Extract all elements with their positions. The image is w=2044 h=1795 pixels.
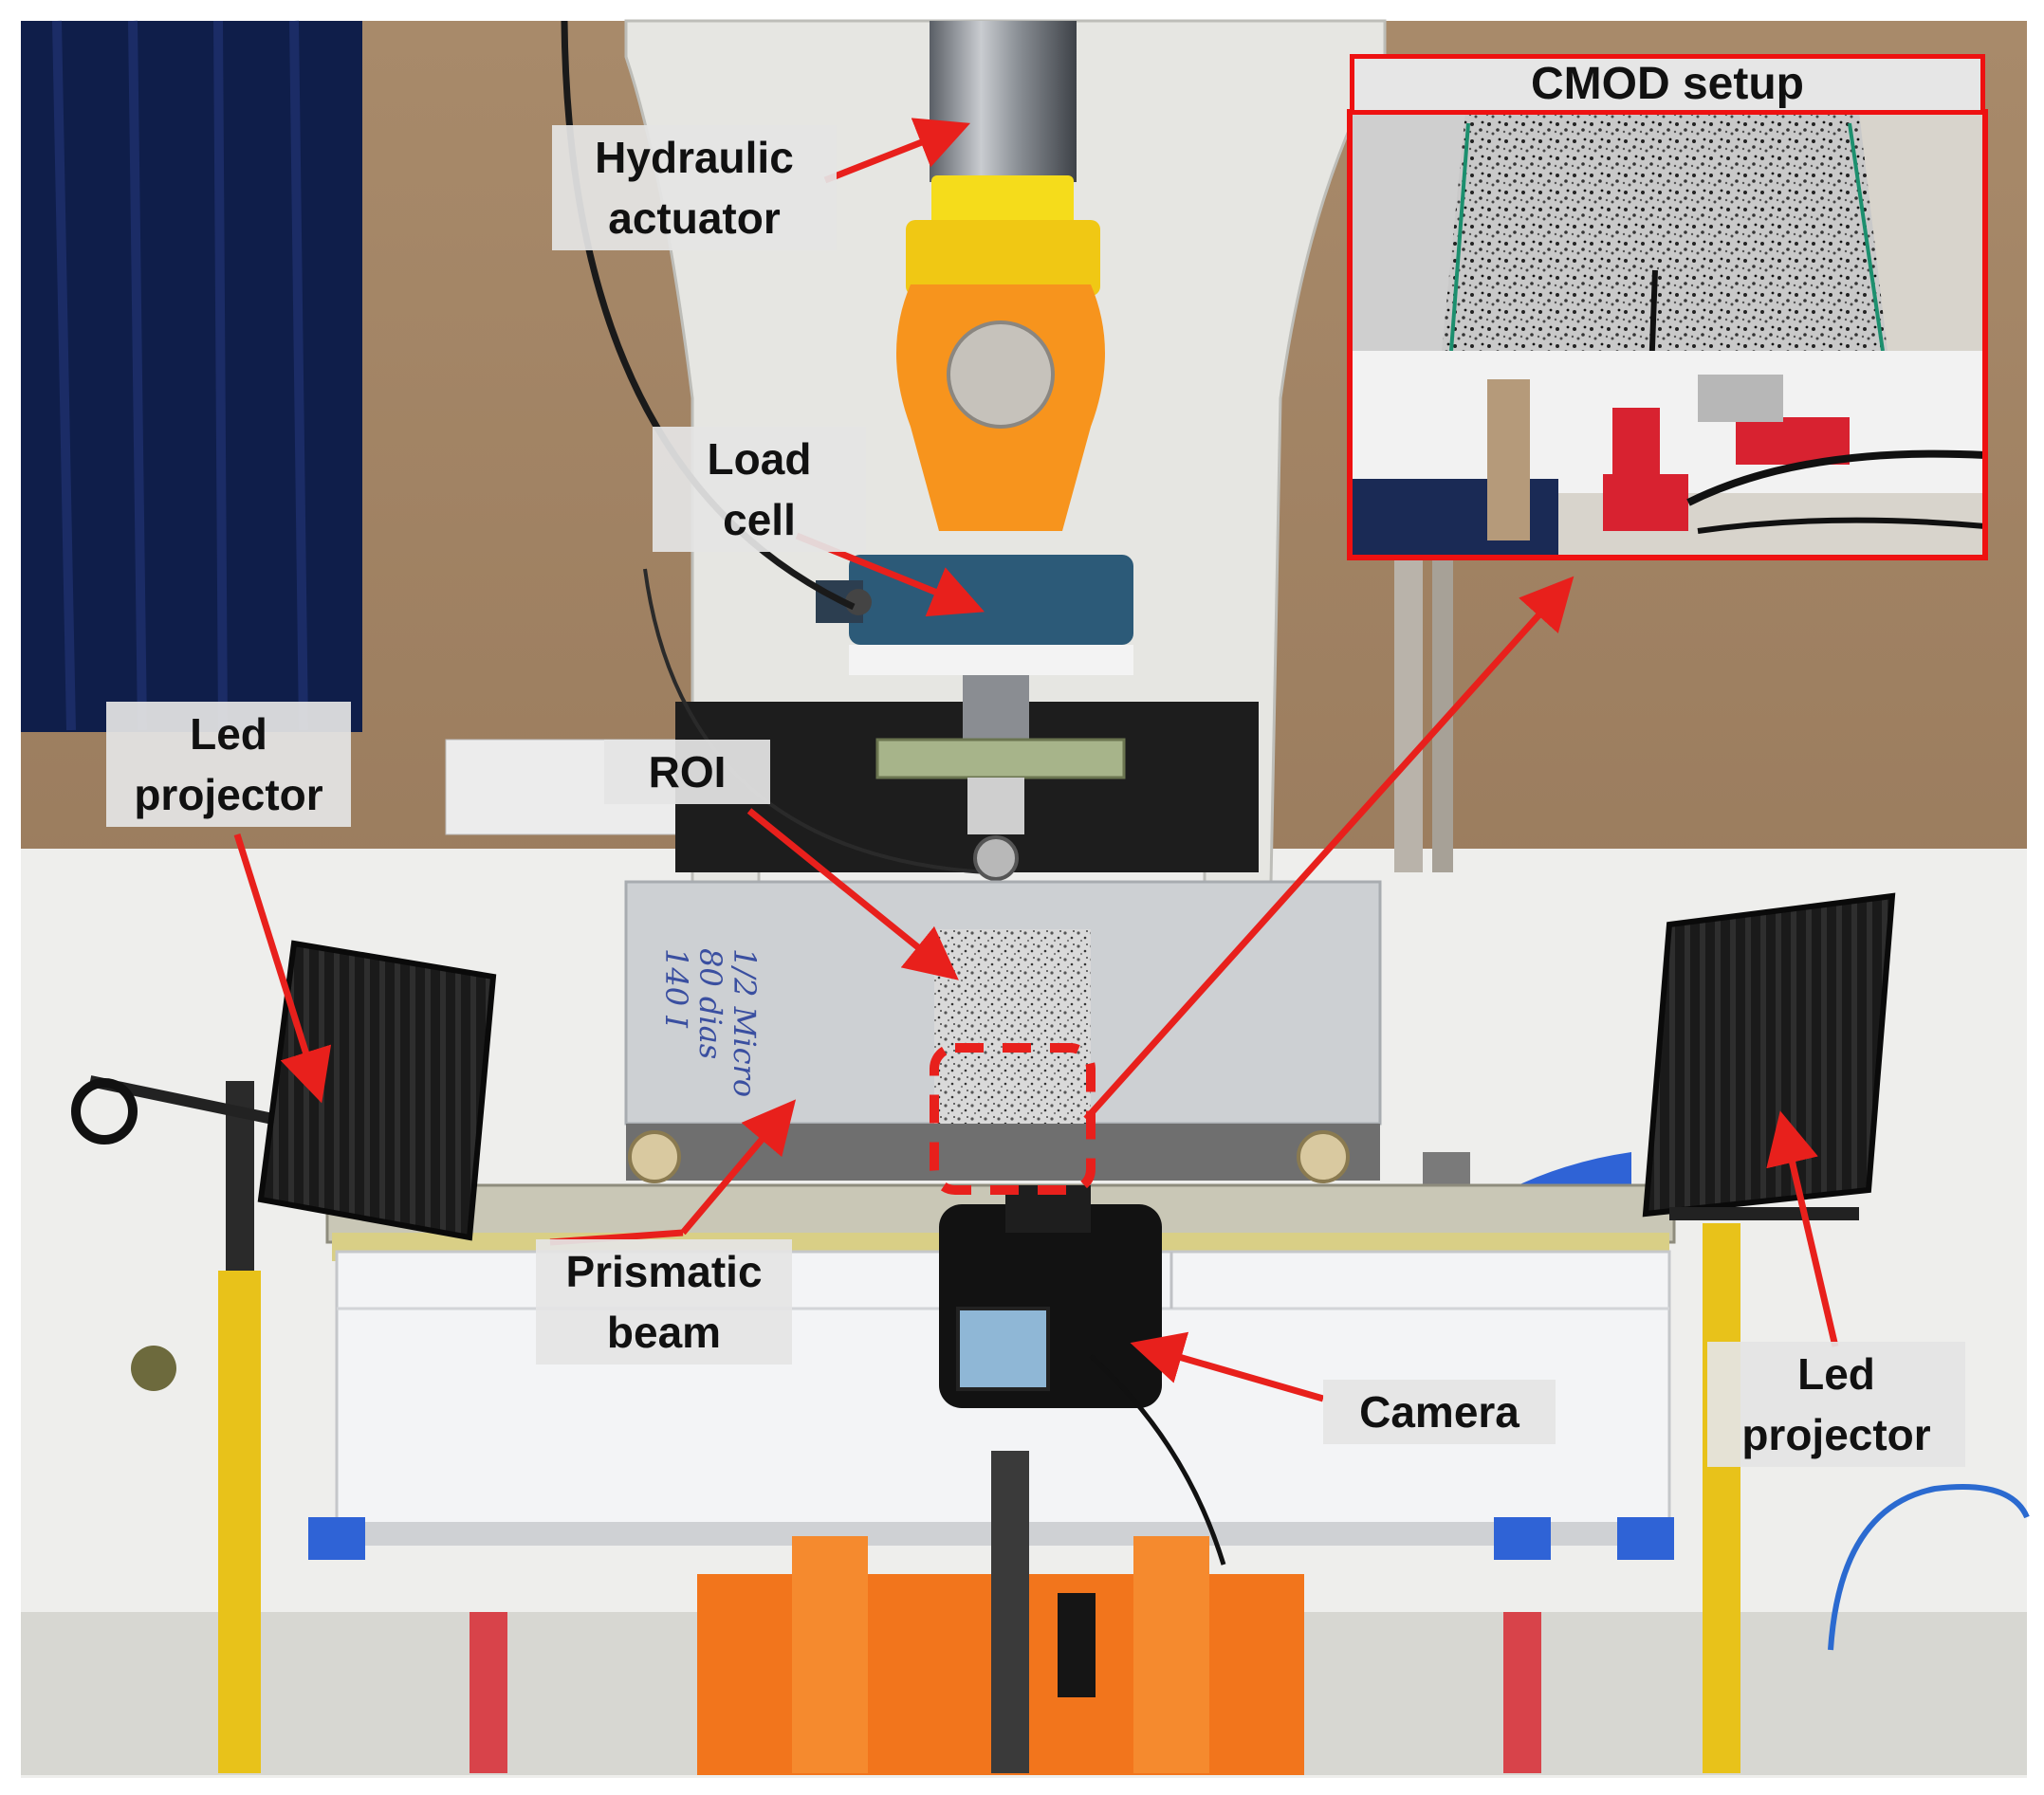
handwriting-line-1: 140 I xyxy=(658,948,694,1029)
label-load-cell-line-1: Load xyxy=(707,434,812,484)
label-prismatic-beam-line-1: Prismatic xyxy=(565,1247,763,1296)
support-roller-left xyxy=(628,1130,681,1183)
label-led-projector-left: Led projector xyxy=(106,702,351,827)
notch-dashed-box xyxy=(930,1043,1096,1195)
loading-roller xyxy=(973,835,1019,881)
tripod xyxy=(991,1451,1029,1773)
label-led-projector-left-line-1: Led xyxy=(190,709,267,759)
label-hydraulic-actuator-line-2: actuator xyxy=(608,193,781,243)
beam-handwriting: 140 I 80 dias 1/2 Micro xyxy=(658,948,763,1097)
handwriting-line-2: 80 dias xyxy=(692,948,728,1059)
label-hydraulic-actuator: Hydraulic actuator xyxy=(552,125,837,250)
arrow-prismatic-beam xyxy=(680,1099,797,1236)
label-load-cell: Load cell xyxy=(653,427,866,552)
led-projector-left xyxy=(257,940,497,1241)
callout-arrows xyxy=(233,118,1839,1402)
arrow-roi xyxy=(746,808,959,980)
label-led-projector-right: Led projector xyxy=(1707,1342,1965,1467)
label-led-projector-right-line-1: Led xyxy=(1797,1349,1875,1399)
loading-plate xyxy=(875,738,1126,779)
cmod-inset xyxy=(1347,109,1988,560)
left-stand-pole xyxy=(218,1271,261,1773)
handwriting-line-3: 1/2 Micro xyxy=(727,948,763,1097)
cmod-speckle xyxy=(1442,112,1887,351)
label-prismatic-beam-line-2: beam xyxy=(606,1308,722,1357)
right-stand-pole xyxy=(1703,1223,1740,1773)
actuator-rod xyxy=(930,21,1077,182)
arrow-hydraulic-actuator xyxy=(823,118,971,184)
arrow-led-projector-left xyxy=(233,833,332,1104)
label-roi: ROI xyxy=(604,740,770,804)
arrow-led-projector-right xyxy=(1766,1110,1839,1347)
arrow-cmod-setup xyxy=(1083,576,1574,1122)
label-led-projector-right-line-2: projector xyxy=(1741,1410,1931,1459)
label-hydraulic-actuator-line-1: Hydraulic xyxy=(595,133,794,182)
yellow-coupling xyxy=(931,175,1074,228)
label-led-projector-left-line-2: projector xyxy=(134,770,323,819)
load-cell-body xyxy=(849,555,1133,645)
label-roi-text: ROI xyxy=(648,747,727,797)
label-camera: Camera xyxy=(1323,1380,1556,1444)
support-roller-right xyxy=(1297,1130,1350,1183)
arrow-camera xyxy=(1130,1331,1324,1402)
led-projector-right xyxy=(1642,892,1896,1218)
label-camera-text: Camera xyxy=(1359,1387,1519,1437)
label-cmod-setup: CMOD setup xyxy=(1350,54,1985,115)
label-prismatic-beam: Prismatic beam xyxy=(536,1239,792,1365)
label-load-cell-line-2: cell xyxy=(723,495,796,544)
